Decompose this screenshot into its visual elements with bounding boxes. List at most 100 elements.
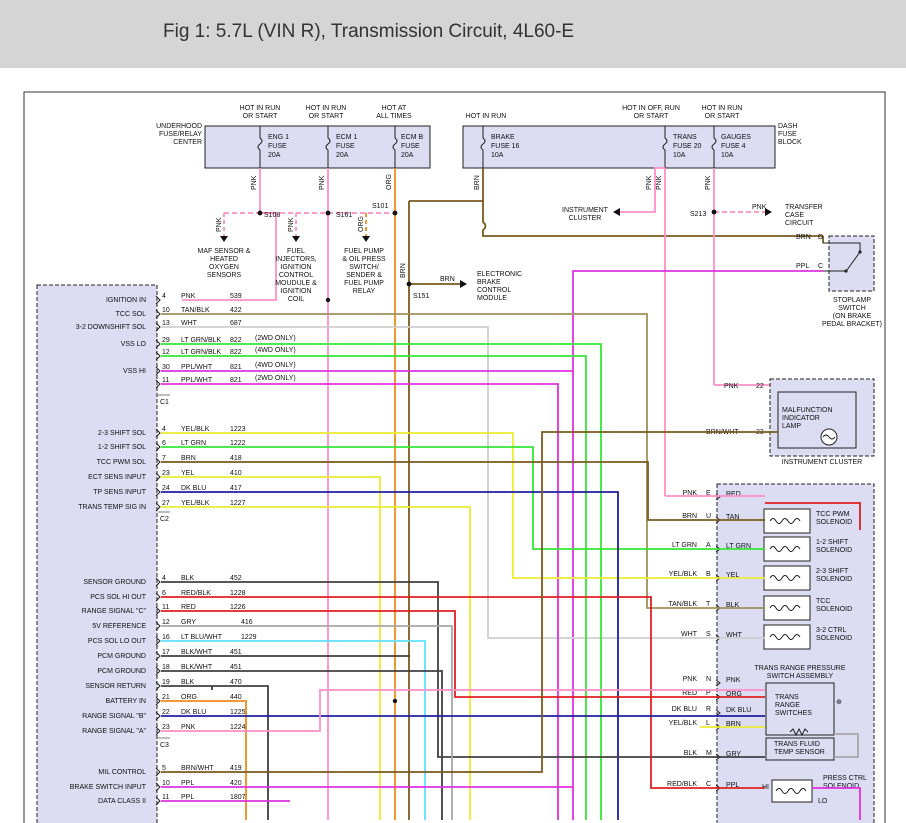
trans-wire-color: RED	[682, 690, 697, 697]
splice-dots	[257, 209, 717, 287]
pcm-pin-color: BRN	[181, 455, 196, 462]
trans-wire-color: YEL/BLK	[669, 720, 698, 727]
dash-label-2: FUSE	[778, 131, 797, 138]
trans-inner-color: PNK	[726, 677, 741, 684]
press-ctrl-hi: HI	[762, 784, 769, 791]
pcm-pin-circuit: 410	[230, 470, 242, 477]
mil-label-1: MALFUNCTION	[782, 407, 833, 414]
trans-wire-color: LT GRN	[672, 542, 697, 549]
wire-label-pnk-trans: PNK	[646, 175, 653, 190]
pcm-pin-chevron-icon	[155, 796, 161, 806]
press-ctrl-lo: LO	[818, 798, 828, 805]
dash-label-1: DASH	[778, 123, 797, 130]
trans-temp-2: TEMP SENSOR	[774, 749, 825, 756]
pcm-pin-note: (4WD ONLY)	[255, 362, 296, 369]
wire-segment	[161, 670, 443, 820]
svg-text:INSTRUMENT: INSTRUMENT	[562, 207, 609, 214]
pcm-pin-label: VSS HI	[123, 368, 146, 375]
pcm-pin-label: 1-2 SHIFT SOL	[98, 444, 146, 451]
wire-label-brn-brake: BRN	[474, 175, 481, 190]
pcm-pin-circuit: 1225	[230, 709, 246, 716]
pcm-pin-color: PNK	[181, 724, 196, 731]
pcm-pin-number: 11	[162, 377, 169, 384]
splice-s151-label: S151	[413, 293, 429, 300]
pcm-pin-label: RANGE SIGNAL "B"	[82, 713, 146, 720]
trans-pin-letter: S	[706, 631, 711, 638]
svg-text:MODULE: MODULE	[477, 295, 507, 302]
pcm-pin-chevron-icon	[155, 577, 161, 587]
svg-text:BRAKE: BRAKE	[477, 279, 501, 286]
pcm-pin-circuit: 451	[230, 649, 242, 656]
wire-junction-dot	[392, 698, 398, 704]
stoplamp-label-1: STOPLAMP	[833, 297, 871, 304]
pcm-pin-label: 3-2 DOWNSHIFT SOL	[76, 324, 146, 331]
pcm-pin-circuit: 1807	[230, 794, 246, 801]
wire-segment	[161, 313, 765, 609]
wire-label-pnk-maf: PNK	[216, 217, 223, 232]
svg-text:CASE: CASE	[785, 212, 804, 219]
arrow-inst-cluster	[613, 208, 620, 216]
pcm-pin-circuit: 416	[241, 619, 253, 626]
pcm-pin-circuit: 1228	[230, 590, 246, 597]
svg-text:FUEL PUMP: FUEL PUMP	[344, 280, 384, 287]
fuse-brake-hot: HOT IN RUN	[466, 113, 507, 120]
load-fuel-injectors-label: FUEL INJECTORS, IGNITION CONTROL MOUDULE…	[275, 248, 317, 303]
pcm-pin-number: 4	[162, 293, 166, 300]
wire-segment	[161, 446, 765, 550]
pcm-pin-number: 23	[162, 470, 170, 477]
pcm-pin-circuit: 420	[230, 780, 242, 787]
svg-text:HEATED: HEATED	[210, 256, 238, 263]
mil-caption: INSTRUMENT CLUSTER	[782, 459, 862, 466]
underhood-fuse-relay-center: UNDERHOOD FUSE/RELAY CENTER HOT IN RUN O…	[156, 105, 431, 169]
pcm	[36, 284, 158, 823]
mil-label-3: LAMP	[782, 423, 801, 430]
splice-s101-label: S101	[372, 203, 388, 210]
wire-segment	[161, 700, 247, 820]
pcm-pin-number: 12	[162, 349, 170, 356]
fuse-ecmb-type: FUSE	[401, 143, 420, 150]
pcm-pin-circuit: 1224	[230, 724, 246, 731]
pcm-pin-chevron-icon	[155, 726, 161, 736]
fuse-ecmb-amps: 20A	[401, 152, 414, 159]
wire-label-pnk-transfer: PNK	[752, 204, 767, 211]
fuse-gauges-hot-1: HOT IN RUN	[702, 105, 743, 112]
pcm-pin-label: TCC PWM SOL	[97, 459, 146, 466]
wire-label-pnk-eng1: PNK	[251, 175, 258, 190]
pcm-pin-label: VSS LO	[121, 341, 147, 348]
fuse-ecm1-type: FUSE	[336, 143, 355, 150]
fuse-ecm1-amps: 20A	[336, 152, 349, 159]
trans-wire-color: WHT	[681, 631, 698, 638]
trans-pin-letter: R	[706, 706, 711, 713]
splice-s161-label: S161	[336, 212, 352, 219]
load-ebcm-label: ELECTRONIC BRAKE CONTROL MODULE	[477, 271, 522, 302]
fuse-gauges-symbol	[711, 126, 717, 168]
solenoid-coil-icon	[769, 634, 801, 640]
fuse-brake-name: BRAKE	[491, 134, 515, 141]
pcm-pin-chevron-icon	[155, 428, 161, 438]
wire-label-brn-stoplamp: BRN	[796, 234, 811, 241]
fuse-trans-name: TRANS	[673, 134, 697, 141]
pcm-pin-label: ECT SENS INPUT	[88, 474, 147, 481]
fuse-trans-hot-2: OR START	[634, 113, 669, 120]
arrow-ebcm	[460, 280, 467, 288]
solenoid-coil-icon	[769, 605, 801, 611]
trans-pin-chevron-icon	[715, 493, 721, 501]
fuse-eng1-symbol	[257, 126, 263, 168]
wire-segment	[834, 733, 859, 758]
svg-text:CIRCUIT: CIRCUIT	[785, 220, 814, 227]
figure-title: Fig 1: 5.7L (VIN R), Transmission Circui…	[163, 21, 575, 42]
fuse-brake-type: FUSE 16	[491, 143, 520, 150]
pcm-pin-number: 30	[162, 364, 170, 371]
wire-segment	[161, 461, 765, 521]
splice-s101-dot	[392, 210, 398, 216]
